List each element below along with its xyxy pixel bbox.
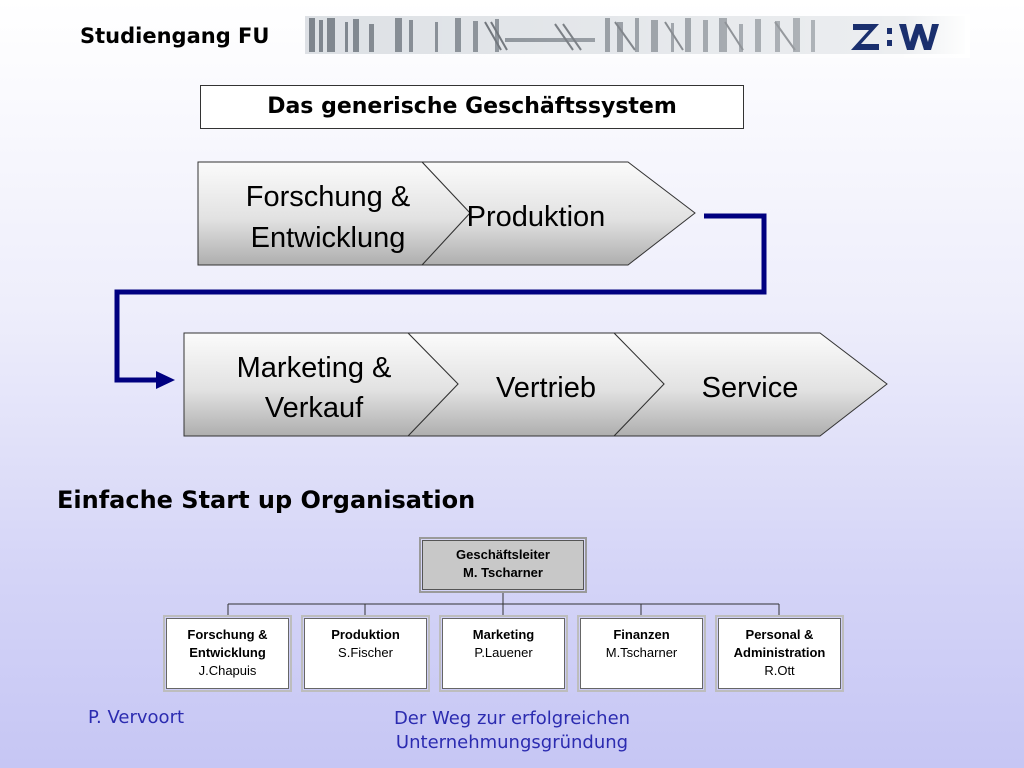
footer-author: P. Vervoort	[88, 707, 185, 728]
org-box-forschung: Forschung & Entwicklung J.Chapuis	[163, 615, 292, 692]
dept-title-line1: Personal &	[745, 627, 814, 642]
dept-title-line1: Finanzen	[613, 627, 670, 642]
org-box-finanzen: Finanzen M.Tscharner	[577, 615, 706, 692]
chevron-forschung-entwicklung	[197, 161, 471, 266]
dept-person: S.Fischer	[338, 645, 393, 660]
footer-title-line1: Der Weg zur erfolgreichen	[393, 708, 631, 729]
footer-title-line2: Unternehmungsgründung	[395, 732, 629, 753]
chevron-forschung-label-line1: Forschung &	[246, 181, 410, 213]
footer-title: Der Weg zur erfolgreichen Unternehmungsg…	[352, 707, 672, 755]
dept-title-line1: Marketing	[472, 627, 535, 642]
dept-title-line2: Entwicklung	[189, 645, 266, 660]
page-title: Das generische Geschäftssystem	[200, 85, 744, 129]
dept-person: J.Chapuis	[198, 663, 257, 678]
flow-arrowhead-icon	[156, 371, 175, 389]
value-chain-diagram: Forschung & Entwicklung Produktion Marke…	[114, 161, 888, 437]
dept-person: M.Tscharner	[605, 645, 678, 660]
org-head-name: M. Tscharner	[463, 565, 543, 580]
org-chart-heading: Einfache Start up Organisation	[57, 486, 476, 514]
chevron-vertrieb-label: Vertrieb	[496, 372, 596, 404]
chevron-service-label: Service	[702, 372, 799, 404]
org-box-produktion: Produktion S.Fischer	[301, 615, 430, 692]
dept-title-line1: Produktion	[331, 627, 400, 642]
header-banner-image	[305, 14, 970, 58]
dept-title-line1: Forschung &	[187, 627, 268, 642]
flow-connector-line	[114, 213, 767, 383]
header-brand: Studiengang FU	[80, 24, 270, 48]
chevron-forschung-label-line2: Entwicklung	[251, 222, 406, 254]
org-box-personal: Personal & Administration R.Ott	[715, 615, 844, 692]
org-head-title: Geschäftsleiter	[456, 547, 550, 562]
dept-person: P.Lauener	[474, 645, 533, 660]
dept-title-line2: Administration	[733, 645, 826, 660]
chevron-marketing-label-line2: Verkauf	[265, 392, 364, 424]
org-box-marketing: Marketing P.Lauener	[439, 615, 568, 692]
chevron-produktion-label: Produktion	[467, 201, 606, 233]
chevron-marketing-verkauf	[183, 332, 459, 437]
zw-logo	[851, 24, 939, 50]
dept-person: R.Ott	[764, 663, 795, 678]
chevron-marketing-label-line1: Marketing &	[237, 352, 392, 384]
org-box-geschaeftsleiter: Geschäftsleiter M. Tscharner	[419, 537, 587, 593]
